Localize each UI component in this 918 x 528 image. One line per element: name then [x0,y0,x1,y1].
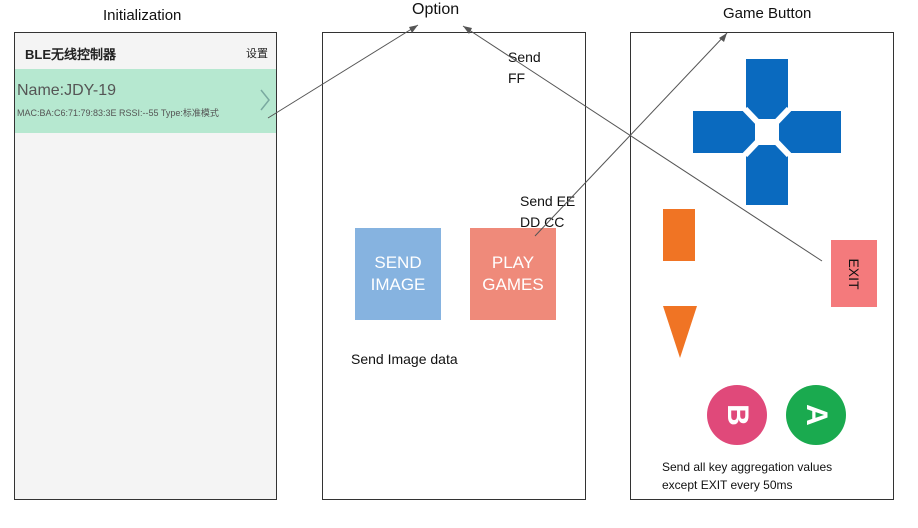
device-name: Name:JDY-19 [17,82,117,99]
connector-exit-to-option [462,25,823,262]
exit-button[interactable]: EXIT [831,240,877,307]
arrowhead-gamebutton [719,33,727,42]
send-ee-note: Send EE DD CC [520,193,576,230]
arrowhead-option-left [409,25,418,33]
b-button[interactable]: B [707,385,767,445]
app-bar: BLE无线控制器 设置 [15,33,276,69]
send-image-button[interactable]: SEND IMAGE [355,228,441,320]
a-button[interactable]: A [786,385,846,445]
triangle-down-icon[interactable] [663,306,697,358]
arrowhead-option-right [463,26,472,34]
connector-playgames-to-gamebutton [534,32,728,237]
device-row[interactable]: Name:JDY-19 MAC:BA:C6:71:79:83:3E RSSI:-… [15,69,276,133]
app-title: BLE无线控制器 [25,47,117,62]
chevron-right-icon [260,89,270,111]
initialization-heading: Initialization [103,7,182,24]
dpad-icon[interactable] [693,59,841,205]
game-button-heading: Game Button [723,5,812,22]
play-games-button[interactable]: PLAY GAMES [470,228,556,320]
footer-note: Send all key aggregation values except E… [662,460,833,492]
device-info: MAC:BA:C6:71:79:83:3E RSSI:--55 Type:标准模… [17,108,219,118]
option-heading: Option [412,1,460,18]
orange-key[interactable] [663,209,695,261]
send-image-data-note: Send Image data [351,351,458,367]
connector-device-to-option [267,24,419,119]
settings-button[interactable]: 设置 [246,48,268,60]
phone-panel: BLE无线控制器 设置 Name:JDY-19 MAC:BA:C6:71:79:… [14,32,277,500]
